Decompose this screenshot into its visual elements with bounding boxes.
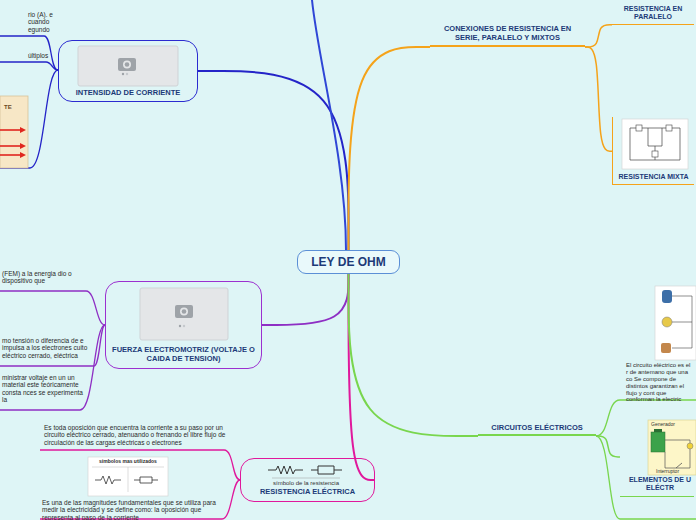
note-text: El circuito eléctrico es el r de anteman… (626, 362, 694, 403)
leader-line (0, 62, 58, 70)
node-label: RESISTENCIA ELÉCTRICA (241, 487, 374, 496)
node-label: INTENSIDAD DE CORRIENTE (59, 88, 197, 97)
circuit-image (622, 119, 688, 169)
node-label: LEY DE OHM (311, 255, 385, 269)
resistor-symbol (268, 466, 342, 474)
note-text: símbolos mas utilizados (92, 459, 164, 465)
current-arrows (0, 130, 22, 155)
note-text: Es toda oposición que encuentra la corri… (44, 424, 240, 446)
symbols-image (88, 457, 168, 496)
node-label: RESISTENCIA EN PARALELO (612, 5, 694, 22)
node-label: RESISTENCIA MIXTA (613, 173, 694, 181)
branch-connector (349, 274, 376, 480)
circuit-image (655, 286, 696, 360)
branch-connector (349, 47, 431, 250)
note-text: TE (4, 104, 24, 111)
branch-connector (349, 274, 479, 436)
note-text: ministrar voltaje en un un material este… (2, 374, 86, 404)
leader-line (0, 325, 105, 410)
subtopic-underline: CIRCUITOS ELÉCTRICOS (478, 421, 596, 436)
node-label: CIRCUITOS ELÉCTRICOS (478, 423, 596, 432)
note-text: Es una de las magnitudes fundamentales q… (42, 499, 228, 520)
note-text: rio (A). e cuando egundo (28, 11, 59, 33)
branch-line (312, 0, 346, 250)
subtopic-image-box: RESISTENCIA MIXTA (612, 117, 694, 185)
leader-line (0, 70, 58, 168)
caption-rule (272, 478, 340, 479)
subtopic-underline: CONEXIONES DE RESISTENCIA EN SERIE, PARA… (430, 21, 585, 47)
node-label: FUERZA ELECTROMOTRIZ (VOLTAJE O CAIDA DE… (106, 345, 261, 363)
elements-image (648, 420, 696, 475)
leader-line (0, 325, 105, 366)
note-text: (FEM) a la energia dio o dispositivo que (2, 270, 75, 285)
note-text: Interruptor (656, 469, 694, 475)
current-image (0, 96, 28, 168)
branch-connector (585, 25, 612, 47)
image-placeholder (78, 46, 178, 86)
leader-lines (0, 36, 58, 168)
node-label: ELEMENTOS DE U ELÉCTR (626, 476, 694, 493)
leader-line (0, 291, 105, 325)
note-text: mo tensión o diferencia de e impulsa a l… (2, 337, 92, 359)
arrow-heads (20, 127, 26, 158)
image-placeholder (140, 288, 228, 340)
topic-box: FUERZA ELECTROMOTRIZ (VOLTAJE O CAIDA DE… (105, 281, 262, 369)
branch-connector (585, 47, 612, 151)
node-label: CONEXIONES DE RESISTENCIA EN SERIE, PARA… (438, 24, 577, 42)
leader-line (0, 36, 58, 70)
note-text: símbolo de la resistencia (264, 480, 348, 487)
central-topic: LEY DE OHM (297, 250, 400, 274)
note-text: últiplos (28, 52, 58, 59)
subtopic-image-box: ELEMENTOS DE U ELÉCTR (620, 417, 694, 497)
topic-box: INTENSIDAD DE CORRIENTE (58, 40, 198, 102)
leader-lines (0, 291, 105, 410)
note-text: Generador (651, 422, 691, 428)
topic-box: RESISTENCIA ELÉCTRICA (240, 458, 375, 502)
branch-connector (262, 274, 349, 325)
branch-connector (198, 71, 349, 250)
subtopic-underline: RESISTENCIA EN PARALELO (612, 3, 694, 25)
leader-lines (596, 400, 696, 519)
